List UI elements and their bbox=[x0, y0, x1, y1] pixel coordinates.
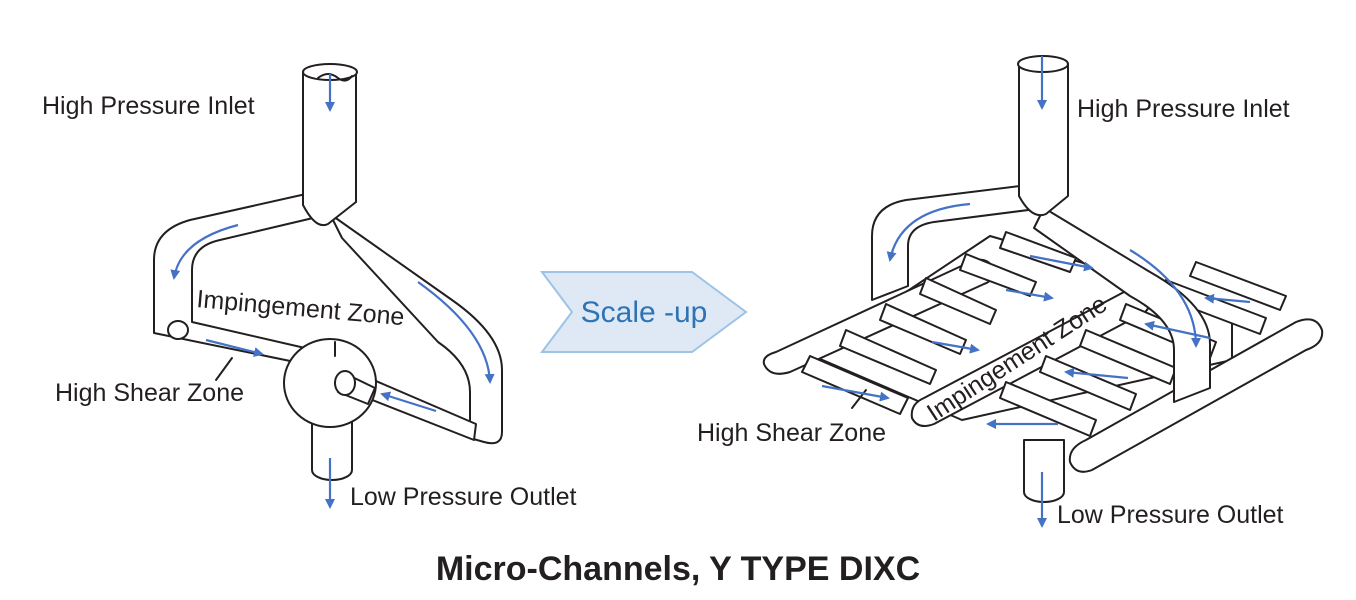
inlet-pipe bbox=[302, 71, 357, 227]
scale-up-label: Scale -up bbox=[581, 296, 708, 329]
right-arm-pipe bbox=[329, 213, 503, 445]
right-shear-label: High Shear Zone bbox=[697, 419, 886, 447]
scaled-up-diagram bbox=[762, 55, 1324, 528]
front-right-manifold bbox=[1068, 318, 1324, 473]
right-inlet-label: High Pressure Inlet bbox=[1077, 95, 1290, 123]
left-shear-label: High Shear Zone bbox=[55, 379, 244, 407]
left-arm-pipe-right bbox=[871, 185, 1045, 301]
single-channel-diagram bbox=[153, 63, 503, 509]
inlet-pipe-right bbox=[1018, 63, 1069, 217]
left-impingement-label: Impingement Zone bbox=[195, 285, 405, 331]
diagram-title: Micro-Channels, Y TYPE DIXC bbox=[436, 550, 920, 588]
right-outlet-label: Low Pressure Outlet bbox=[1057, 501, 1284, 529]
left-outlet-label: Low Pressure Outlet bbox=[350, 483, 577, 511]
impingement-chamber bbox=[283, 338, 377, 428]
left-inlet-label: High Pressure Inlet bbox=[42, 92, 255, 120]
outlet-pipe-right bbox=[1023, 439, 1065, 503]
scale-up-arrow: Scale -up bbox=[540, 271, 748, 353]
